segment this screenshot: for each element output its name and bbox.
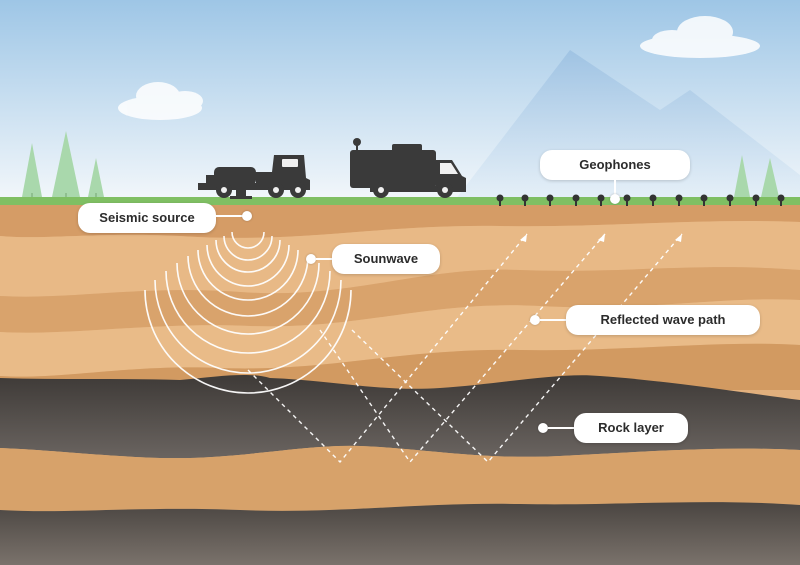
rock-layer-label: Rock layer (574, 413, 688, 443)
reflected-wave-arrowheads (520, 234, 682, 242)
seismic-source-label: Seismic source (78, 203, 216, 233)
cloud-right (640, 16, 760, 58)
recording-truck-hubs (378, 163, 458, 193)
reflected-wave-leader (540, 319, 568, 321)
vibroseis-truck-hubs (221, 159, 301, 193)
vibroseis-truck (198, 155, 310, 199)
geophones-label: Geophones (540, 150, 690, 180)
soil-lower (0, 445, 800, 512)
reflected-wave-marker (530, 315, 540, 325)
seismic-source-leader (216, 215, 244, 217)
rock-layer-marker (538, 423, 548, 433)
seismic-source-marker (242, 211, 252, 221)
geophones (496, 194, 785, 206)
soundwave-arcs (144, 231, 352, 394)
reflected-wave-path-label: Reflected wave path (566, 305, 760, 335)
rock-layer-leader (548, 427, 576, 429)
geophones-leader (614, 180, 616, 196)
geophones-marker (610, 194, 620, 204)
cloud-left (118, 82, 203, 120)
soundwave-leader (316, 258, 334, 260)
reflected-wave-paths (247, 233, 683, 464)
soundwave-label: Sounwave (332, 244, 440, 274)
grass-line (0, 197, 800, 205)
trees-left (22, 131, 104, 197)
soundwave-marker (306, 254, 316, 264)
deep-rock-layer (0, 502, 800, 565)
trees-right (734, 155, 779, 197)
trees-left-trunks (31, 193, 97, 199)
